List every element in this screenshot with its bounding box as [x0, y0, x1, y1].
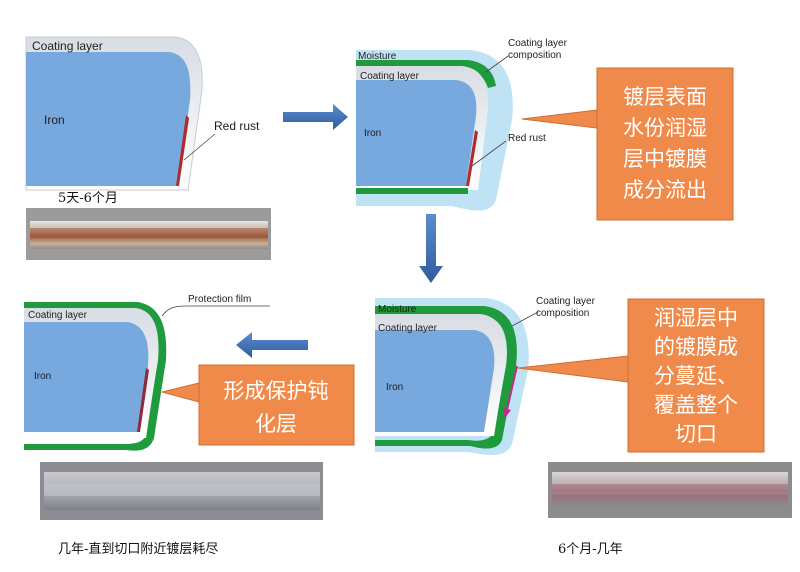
protection-film-green	[24, 302, 167, 451]
callout-line-2: 水份润湿	[623, 116, 707, 140]
moisture-label: Moisture	[358, 51, 397, 62]
arrow-left	[236, 332, 308, 358]
steel-sample-photo	[26, 208, 271, 260]
composition-leader-line	[485, 55, 509, 73]
protection-leader-line	[161, 305, 270, 317]
iron-label: Iron	[386, 382, 403, 393]
iron-block	[26, 52, 191, 186]
red-rust-mark	[176, 115, 189, 186]
arrow-down	[419, 214, 443, 283]
duration-caption: 6个月-几年	[558, 542, 623, 557]
panel-bottom-right: Moisture Coating layer Coating layer com…	[375, 296, 792, 557]
composition-leader-line	[511, 311, 539, 327]
panel-top-left: Coating layer Iron Red rust 5天-6个月	[25, 36, 271, 260]
callout-line-3: 分蔓延、	[654, 364, 738, 388]
coating-layer-label: Coating layer	[378, 323, 438, 334]
duration-caption: 5天-6个月	[58, 191, 118, 206]
callout-line-2: 化层	[255, 412, 297, 436]
callout-line-2: 的镀膜成	[654, 335, 738, 359]
panel-top-right: Moisture Coating layer Coating layer com…	[356, 38, 734, 221]
green-composition-bottom	[356, 188, 468, 194]
callout-line-3: 层中镀膜	[623, 147, 707, 171]
callout-line-4: 覆盖整个	[654, 393, 738, 417]
callout-line-1: 形成保护钝	[224, 379, 329, 403]
protection-film-label: Protection film	[188, 294, 251, 305]
moisture-label: Moisture	[378, 304, 417, 315]
coating-layer-label: Coating layer	[360, 71, 420, 82]
rust-leader-line	[471, 140, 507, 167]
composition-spread-arrow	[506, 365, 518, 411]
callout-line-5: 切口	[675, 422, 717, 446]
coating-layer-label: Coating layer	[32, 39, 103, 53]
red-rust-label: Red rust	[508, 133, 546, 144]
composition-label-line1: Coating layer	[508, 38, 568, 49]
duration-caption: 几年-直到切口附近镀层耗尽	[58, 541, 218, 557]
composition-label-line2: composition	[508, 50, 561, 61]
composition-label-line1: Coating layer	[536, 296, 596, 307]
composition-spread-arrowhead	[503, 408, 511, 418]
steel-sample-photo	[40, 462, 323, 520]
iron-block	[356, 80, 477, 186]
callout-box: 形成保护钝 化层	[161, 364, 355, 446]
iron-label: Iron	[44, 113, 65, 127]
iron-label: Iron	[34, 371, 51, 382]
callout-line-1: 润湿层中	[654, 306, 738, 330]
callout-line-4: 成分流出	[623, 178, 707, 202]
composition-label-line2: composition	[536, 308, 589, 319]
callout-line-1: 镀层表面	[623, 85, 707, 109]
steel-sample-photo	[548, 462, 792, 518]
iron-block	[375, 330, 495, 432]
rust-leader-line	[183, 133, 216, 161]
callout-box: 润湿层中 的镀膜成 分蔓延、 覆盖整个 切口	[517, 298, 765, 453]
red-rust-mark	[137, 368, 149, 432]
green-composition-envelope	[375, 306, 517, 449]
arrow-right	[283, 104, 348, 130]
panel-bottom-left: Protection film Coating layer Iron 形成保护钝…	[24, 294, 355, 557]
coating-layer-label: Coating layer	[28, 310, 88, 321]
callout-box: 镀层表面 水份润湿 层中镀膜 成分流出	[521, 67, 734, 221]
red-rust-mark	[466, 130, 478, 186]
red-rust-label: Red rust	[214, 119, 260, 133]
iron-block	[24, 322, 149, 432]
iron-label: Iron	[364, 128, 381, 139]
